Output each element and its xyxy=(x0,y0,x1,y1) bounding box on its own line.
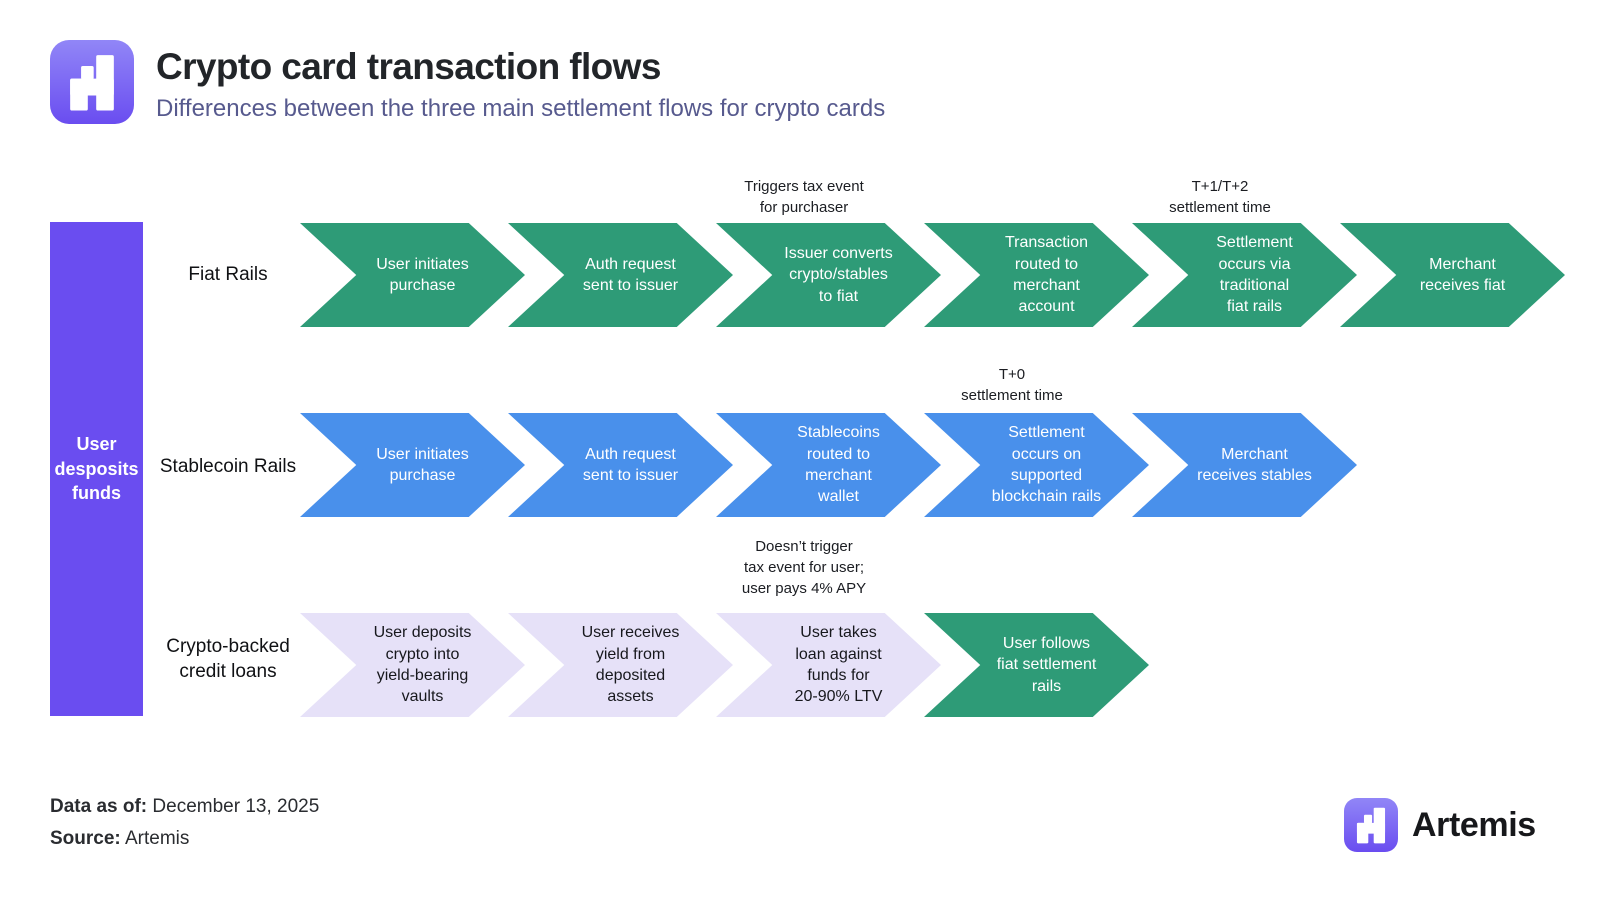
credit-step-4-label: User follows fiat settlement rails xyxy=(996,634,1097,695)
page-title: Crypto card transaction flows xyxy=(156,46,661,87)
fiat-step-5-label: Settlement occurs via traditional fiat r… xyxy=(1216,234,1293,316)
annotation-triggers-tax-event: Triggers tax event for purchaser xyxy=(744,178,864,216)
stablecoin-step-3: Stablecoins routed to merchant wallet xyxy=(716,413,941,517)
stablecoin-step-2-label: Auth request sent to issuer xyxy=(582,445,679,484)
row-label-stablecoin-rails: Stablecoin Rails xyxy=(159,456,297,477)
artemis-footer-logo-icon xyxy=(1344,798,1398,852)
annotation-t0-settlement: T+0 settlement time xyxy=(961,366,1063,404)
credit-step-1: User deposits crypto into yield-bearing … xyxy=(300,613,525,717)
user-deposits-funds-label: User desposits funds xyxy=(54,434,139,504)
user-deposits-funds-box: User desposits funds xyxy=(50,222,143,716)
data-as-of-value: December 13, 2025 xyxy=(147,796,320,817)
fiat-step-1-label: User initiates purchase xyxy=(376,255,469,294)
artemis-glyph xyxy=(70,55,114,111)
stablecoin-step-4-label: Settlement occurs on supported blockchai… xyxy=(991,424,1102,506)
fiat-step-4-label: Transaction routed to merchant account xyxy=(1005,234,1088,316)
credit-step-2: User receives yield from deposited asset… xyxy=(508,613,733,717)
annotation-no-tax-event-apy: Doesn’t trigger tax event for user; user… xyxy=(741,538,867,597)
fiat-step-2: Auth request sent to issuer xyxy=(508,223,733,327)
stablecoin-step-1-label: User initiates purchase xyxy=(376,445,469,484)
stablecoin-step-5-label: Merchant receives stables xyxy=(1197,445,1312,484)
row-label-crypto-backed-credit-loans: Crypto-backed credit loans xyxy=(166,636,290,683)
fiat-step-1: User initiates purchase xyxy=(300,223,525,327)
fiat-step-6-label: Merchant receives fiat xyxy=(1419,255,1506,294)
stablecoin-step-5: Merchant receives stables xyxy=(1132,413,1357,517)
credit-step-4: User follows fiat settlement rails xyxy=(924,613,1149,717)
stablecoin-step-4: Settlement occurs on supported blockchai… xyxy=(924,413,1149,517)
annotation-t1-t2-settlement: T+1/T+2 settlement time xyxy=(1169,178,1271,216)
artemis-footer-glyph xyxy=(1356,807,1386,844)
stablecoin-step-2: Auth request sent to issuer xyxy=(508,413,733,517)
brand-name: Artemis xyxy=(1412,805,1536,844)
fiat-step-5: Settlement occurs via traditional fiat r… xyxy=(1132,223,1357,327)
credit-step-3-label: User takes loan against funds for 20-90%… xyxy=(794,624,883,706)
source-label: Source: xyxy=(50,828,121,849)
artemis-logo-icon xyxy=(50,40,134,124)
stablecoin-step-3-label: Stablecoins routed to merchant wallet xyxy=(797,424,880,506)
credit-step-3: User takes loan against funds for 20-90%… xyxy=(716,613,941,717)
page-subtitle: Differences between the three main settl… xyxy=(156,95,886,122)
fiat-step-2-label: Auth request sent to issuer xyxy=(582,255,679,294)
fiat-step-4: Transaction routed to merchant account xyxy=(924,223,1149,327)
footer-meta: Data as of: December 13, 2025 Source: Ar… xyxy=(50,796,319,860)
footer-brand: Artemis xyxy=(1344,798,1536,852)
fiat-step-3: Issuer converts crypto/stables to fiat xyxy=(716,223,941,327)
fiat-step-3-label: Issuer converts crypto/stables to fiat xyxy=(784,244,893,305)
data-as-of-label: Data as of: xyxy=(50,796,148,817)
fiat-step-6: Merchant receives fiat xyxy=(1340,223,1565,327)
source-value: Artemis xyxy=(120,828,190,849)
row-label-fiat-rails: Fiat Rails xyxy=(188,264,268,285)
stablecoin-step-1: User initiates purchase xyxy=(300,413,525,517)
credit-step-1-label: User deposits crypto into yield-bearing … xyxy=(373,624,472,706)
credit-step-2-label: User receives yield from deposited asset… xyxy=(581,624,680,706)
